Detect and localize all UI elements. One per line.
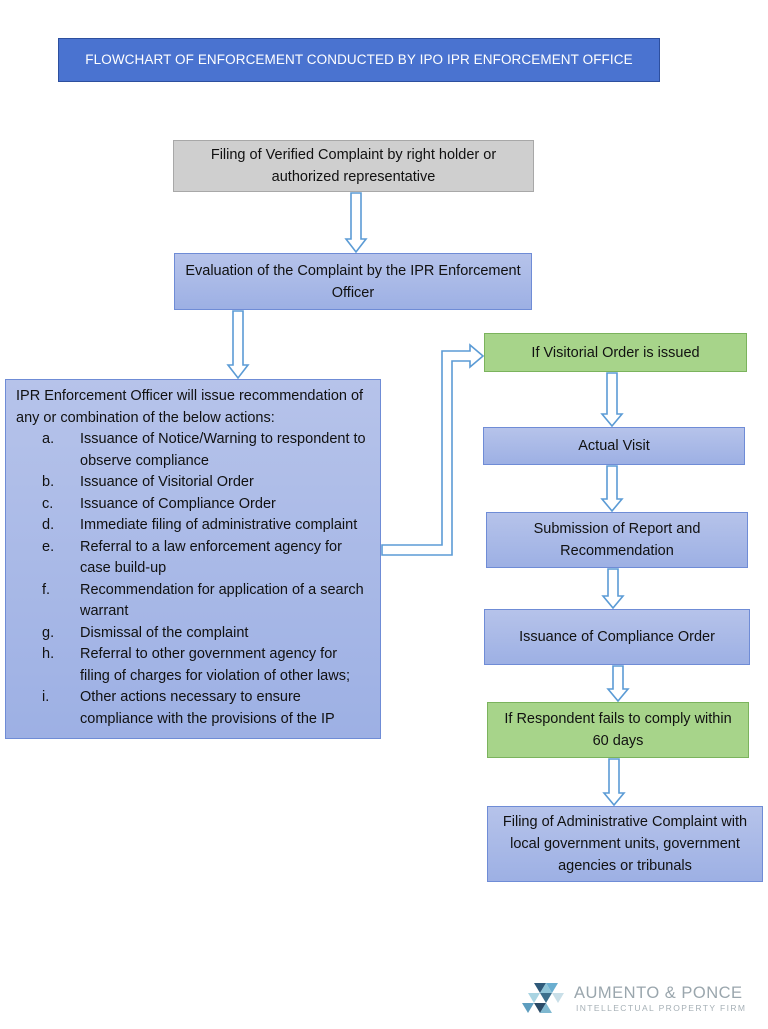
recommendation-item-marker: c.: [42, 495, 54, 512]
arrow-filing-to-evaluation: [344, 192, 368, 254]
recommendation-item: c. Issuance of Compliance Order: [16, 494, 368, 516]
arrow-fails-to-admin: [602, 758, 626, 807]
recommendation-item-marker: b.: [42, 474, 55, 490]
arrow-compliance-to-fails: [606, 665, 630, 703]
logo-name: AUMENTO & PONCE: [574, 984, 743, 1002]
actual-visit-box: Actual Visit: [483, 427, 745, 465]
arrow-recommendation-to-visitorial: [381, 343, 485, 556]
recommendation-item-text: Issuance of Visitorial Order: [80, 474, 254, 490]
recommendation-item-text: Referral to other government agency for …: [80, 646, 350, 684]
logo-tagline: INTELLECTUAL PROPERTY FIRM: [576, 1003, 747, 1013]
recommendation-item: d. Immediate filing of administrative com…: [16, 515, 368, 537]
compliance-order-box: Issuance of Compliance Order: [484, 609, 750, 665]
recommendation-item-text: Issuance of Compliance Order: [80, 495, 276, 512]
recommendation-box: IPR Enforcement Officer will issue recom…: [5, 379, 381, 739]
recommendation-item-text: Referral to a law enforcement agency for…: [80, 538, 342, 577]
recommendation-intro: IPR Enforcement Officer will issue recom…: [16, 388, 364, 426]
recommendation-item-marker: i.: [42, 689, 50, 705]
arrow-visitorial-to-visit: [600, 372, 624, 428]
recommendation-list: a. Issuance of Notice/Warning to responde…: [16, 429, 368, 730]
recommendation-item-marker: d.: [42, 517, 55, 533]
fails-to-comply-box: If Respondent fails to comply within 60 …: [487, 702, 749, 758]
page-title: FLOWCHART OF ENFORCEMENT CONDUCTED BY IP…: [58, 38, 660, 82]
recommendation-item-marker: h.: [42, 646, 55, 662]
recommendation-item: i. Other actions necessary to ensure comp…: [16, 687, 368, 730]
recommendation-item-text: Other actions necessary to ensure compli…: [80, 689, 335, 727]
admin-complaint-box: Filing of Administrative Complaint with …: [487, 806, 763, 882]
recommendation-item-text: Immediate filing of administrative compl…: [80, 517, 358, 533]
recommendation-item: b. Issuance of Visitorial Order: [16, 472, 368, 494]
filing-complaint-box: Filing of Verified Complaint by right ho…: [173, 140, 534, 192]
recommendation-item-marker: f.: [42, 581, 51, 598]
recommendation-item: f. Recommendation for application of a se…: [16, 580, 368, 623]
recommendation-item: a. Issuance of Notice/Warning to responde…: [16, 429, 368, 472]
recommendation-item-marker: a.: [42, 431, 55, 447]
arrow-visit-to-report: [600, 465, 624, 513]
recommendation-item: h. Referral to other government agency fo…: [16, 644, 368, 687]
recommendation-item-text: Issuance of Notice/Warning to respondent…: [80, 431, 366, 469]
evaluation-box: Evaluation of the Complaint by the IPR E…: [174, 253, 532, 310]
recommendation-item-text: Dismissal of the complaint: [80, 624, 249, 641]
recommendation-item-text: Recommendation for application of a sear…: [80, 581, 364, 620]
report-box: Submission of Report and Recommendation: [486, 512, 748, 568]
recommendation-item-marker: e.: [42, 538, 55, 555]
recommendation-item: e. Referral to a law enforcement agency f…: [16, 537, 368, 580]
visitorial-order-box: If Visitorial Order is issued: [484, 333, 747, 372]
aumento-ponce-logo-mark: [522, 983, 564, 1013]
arrow-evaluation-to-recommendation: [226, 310, 250, 380]
recommendation-item: g. Dismissal of the complaint: [16, 623, 368, 645]
recommendation-item-marker: g.: [42, 624, 55, 641]
arrow-report-to-compliance: [601, 568, 625, 610]
